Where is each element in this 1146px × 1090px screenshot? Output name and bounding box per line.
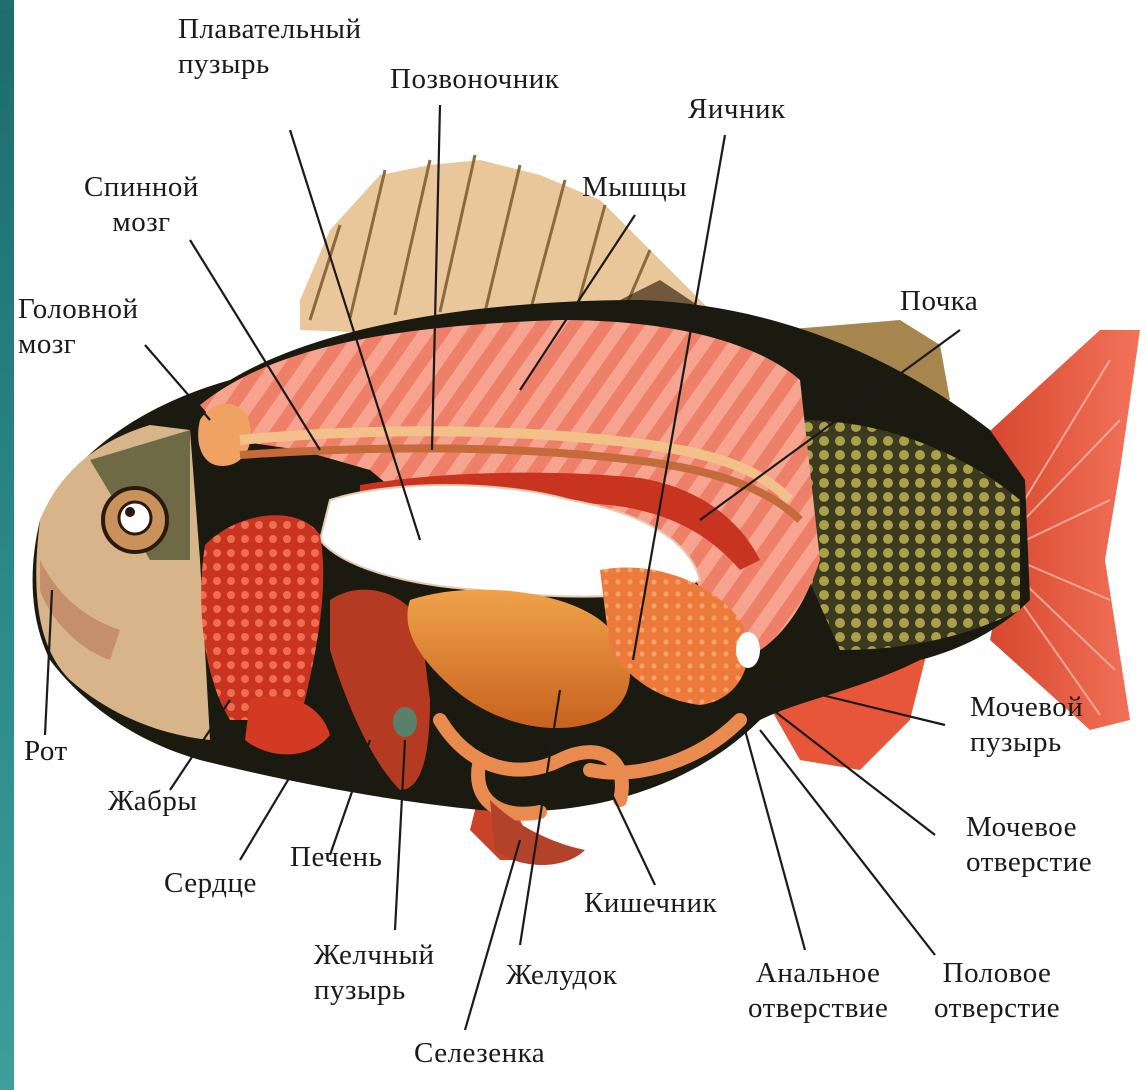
label-urinary-opening: Мочевое отверстие bbox=[966, 810, 1092, 880]
label-anal-opening: Анальное отверствие bbox=[748, 956, 888, 1026]
slide-canvas: Плавательный пузырь Позвоночник Яичник С… bbox=[14, 0, 1146, 1090]
label-muscles: Мышцы bbox=[582, 170, 687, 205]
label-ovary: Яичник bbox=[688, 92, 786, 127]
label-spine: Позвоночник bbox=[390, 62, 559, 97]
label-intestine: Кишечник bbox=[584, 886, 717, 921]
label-kidney: Почка bbox=[900, 284, 978, 319]
label-gills: Жабры bbox=[108, 784, 197, 819]
label-stomach: Желудок bbox=[506, 958, 617, 993]
label-brain: Головной мозг bbox=[18, 292, 139, 362]
label-spleen: Селезенка bbox=[414, 1036, 545, 1071]
fish-head bbox=[36, 425, 210, 740]
label-genital-opening: Половое отверстие bbox=[934, 956, 1060, 1026]
label-liver: Печень bbox=[290, 840, 382, 875]
label-urinary-bladder: Мочевой пузырь bbox=[970, 690, 1083, 760]
fish-anatomy-illustration bbox=[14, 0, 1146, 1090]
label-swim-bladder: Плавательный пузырь bbox=[178, 12, 361, 82]
label-mouth: Рот bbox=[24, 734, 68, 769]
label-gall-bladder: Желчный пузырь bbox=[314, 938, 434, 1008]
label-spinal-cord: Спинной мозг bbox=[84, 170, 199, 240]
label-heart: Сердце bbox=[164, 866, 257, 901]
urinary-bladder bbox=[736, 632, 760, 668]
gall-bladder bbox=[393, 707, 417, 737]
gills bbox=[201, 515, 323, 720]
